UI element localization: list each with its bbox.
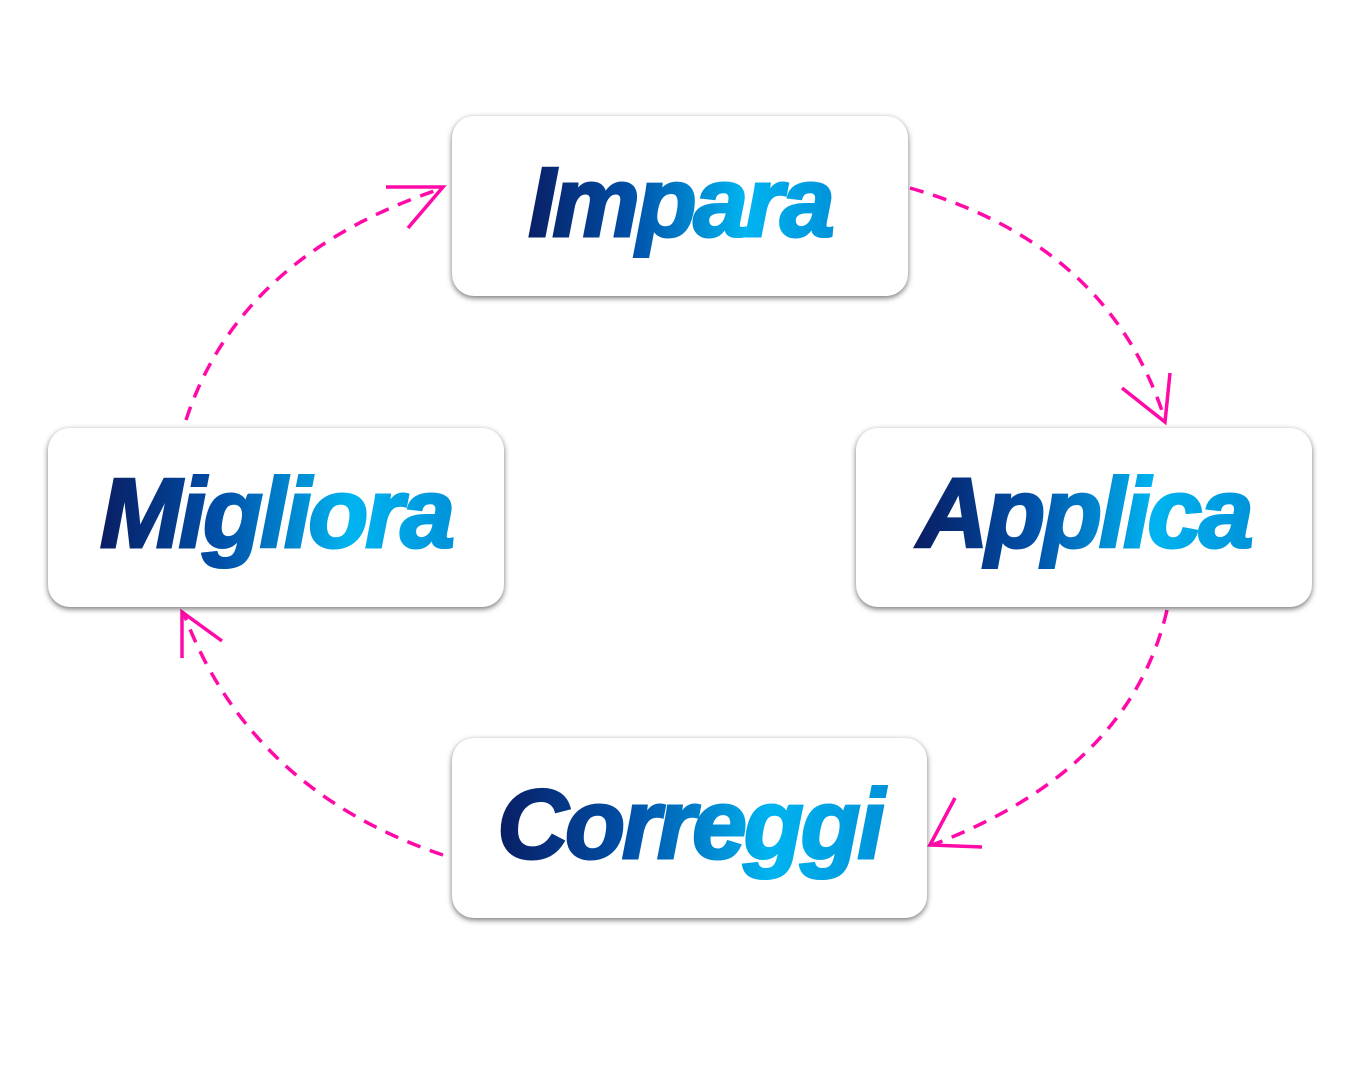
arrow-applica-to-correggi bbox=[931, 609, 1169, 847]
node-migliora: Migliora bbox=[48, 428, 504, 607]
node-impara: Impara bbox=[452, 116, 908, 296]
node-label-applica: Applica bbox=[908, 457, 1261, 570]
node-label-correggi: Correggi bbox=[487, 767, 891, 881]
node-correggi: Correggi bbox=[452, 738, 927, 918]
node-label-impara: Impara bbox=[518, 145, 841, 259]
arrowhead-impara bbox=[386, 185, 447, 230]
arrowhead-migliora bbox=[180, 608, 224, 658]
arrowhead-applica bbox=[1120, 372, 1172, 426]
arrow-impara-to-applica bbox=[909, 186, 1167, 421]
node-applica: Applica bbox=[856, 428, 1312, 607]
arrow-migliora-to-impara bbox=[184, 186, 444, 421]
node-label-migliora: Migliora bbox=[90, 457, 462, 570]
arrow-correggi-to-migliora bbox=[182, 613, 444, 857]
arrowhead-correggi bbox=[927, 797, 983, 849]
